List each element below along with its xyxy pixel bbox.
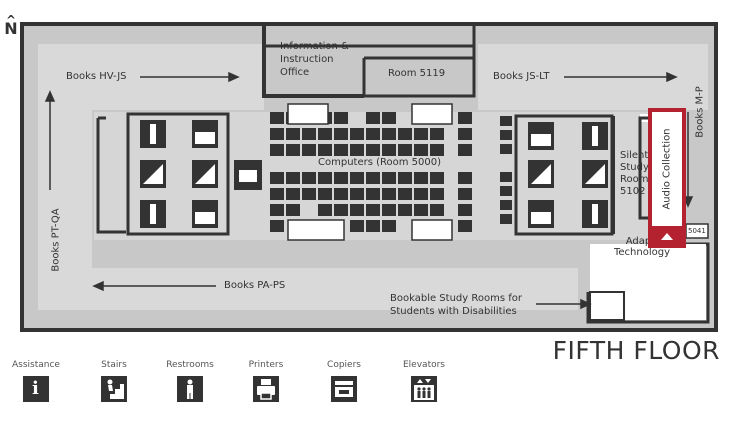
restroom-icon: [177, 376, 203, 402]
legend-label: Restrooms: [166, 360, 214, 370]
room-5119-label: Room 5119: [388, 68, 446, 79]
computers-label: Computers (Room 5000): [318, 157, 442, 168]
core-icons-right: [528, 122, 608, 228]
legend-elevators: Elevators: [396, 360, 452, 402]
legend-restrooms: Restrooms: [162, 360, 218, 402]
info-icon: i: [23, 376, 49, 402]
computer-desks: [270, 112, 512, 232]
legend-label: Elevators: [403, 360, 445, 370]
audio-pointer-icon: [661, 233, 673, 240]
stairs-icon: [101, 376, 127, 402]
adaptive-technology-label: Adaptive Technology: [614, 236, 671, 258]
bookable-rooms-label: Bookable Study Rooms for Students with D…: [390, 293, 522, 317]
stacks-band-bottom: [38, 268, 578, 310]
books-m-p-label: Books M-P: [694, 86, 706, 138]
legend-label: Stairs: [101, 360, 127, 370]
books-pa-ps-label: Books PA-PS: [224, 280, 286, 291]
elevator-icon: [411, 376, 437, 402]
silent-study-label: Silent Study Room 5102: [620, 150, 649, 197]
legend-label: Copiers: [327, 360, 361, 370]
floor-map: [20, 22, 718, 332]
north-label: N: [4, 19, 18, 38]
books-hv-js-label: Books HV-JS: [66, 71, 127, 82]
books-pt-qa-label: Books PT-QA: [50, 208, 62, 272]
printer-icon: [253, 376, 279, 402]
legend-printers: Printers: [238, 360, 294, 402]
audio-collection-label: Audio Collection: [661, 128, 673, 210]
legend-copiers: Copiers: [316, 360, 372, 402]
core-icons-left: [140, 120, 218, 228]
legend-label: Assistance: [12, 360, 60, 370]
legend-label: Printers: [248, 360, 284, 370]
info-office-label: Information & Instruction Office: [280, 41, 349, 78]
floor-title: FIFTH FLOOR: [552, 336, 720, 365]
copier-icon: [331, 376, 357, 402]
legend-stairs: Stairs: [86, 360, 142, 402]
north-arrow-icon: ^: [5, 13, 17, 27]
audio-collection-badge[interactable]: Audio Collection: [648, 108, 686, 248]
compass: ^ N: [4, 13, 18, 38]
legend-assistance: Assistance i: [8, 360, 64, 402]
room-5041-label: 5041: [688, 227, 706, 235]
books-js-lt-label: Books JS-LT: [493, 71, 550, 82]
stacks-band-left: [38, 44, 92, 310]
